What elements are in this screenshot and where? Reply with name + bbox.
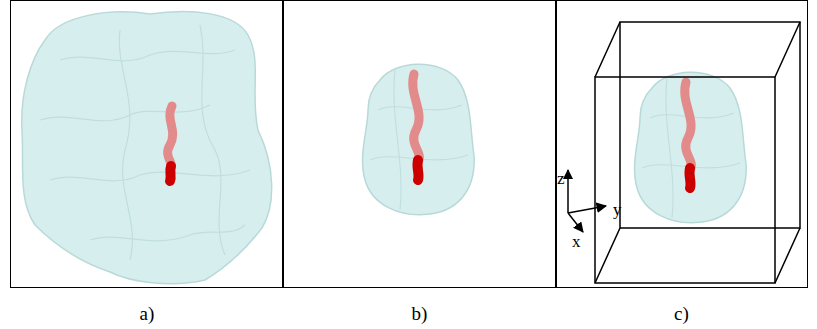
protein-surface bbox=[22, 12, 272, 284]
figure-panel: b) bbox=[282, 0, 557, 288]
figure-panel: a) bbox=[10, 0, 284, 288]
axis-label: z bbox=[557, 170, 565, 187]
protein-surface bbox=[363, 64, 475, 214]
bounding-box bbox=[595, 22, 800, 283]
panel-label: b) bbox=[283, 303, 556, 325]
axis-label: y bbox=[613, 201, 622, 218]
ligand-tube bbox=[413, 74, 420, 180]
ligand-tube bbox=[168, 106, 173, 181]
axis-label: x bbox=[572, 233, 581, 250]
ligand-tube bbox=[685, 82, 692, 188]
panel-label: c) bbox=[556, 303, 807, 325]
protein-surface bbox=[635, 72, 747, 222]
axis-arrows bbox=[568, 170, 606, 232]
panel-label: a) bbox=[11, 303, 283, 325]
figure-panel: c) bbox=[555, 0, 808, 288]
